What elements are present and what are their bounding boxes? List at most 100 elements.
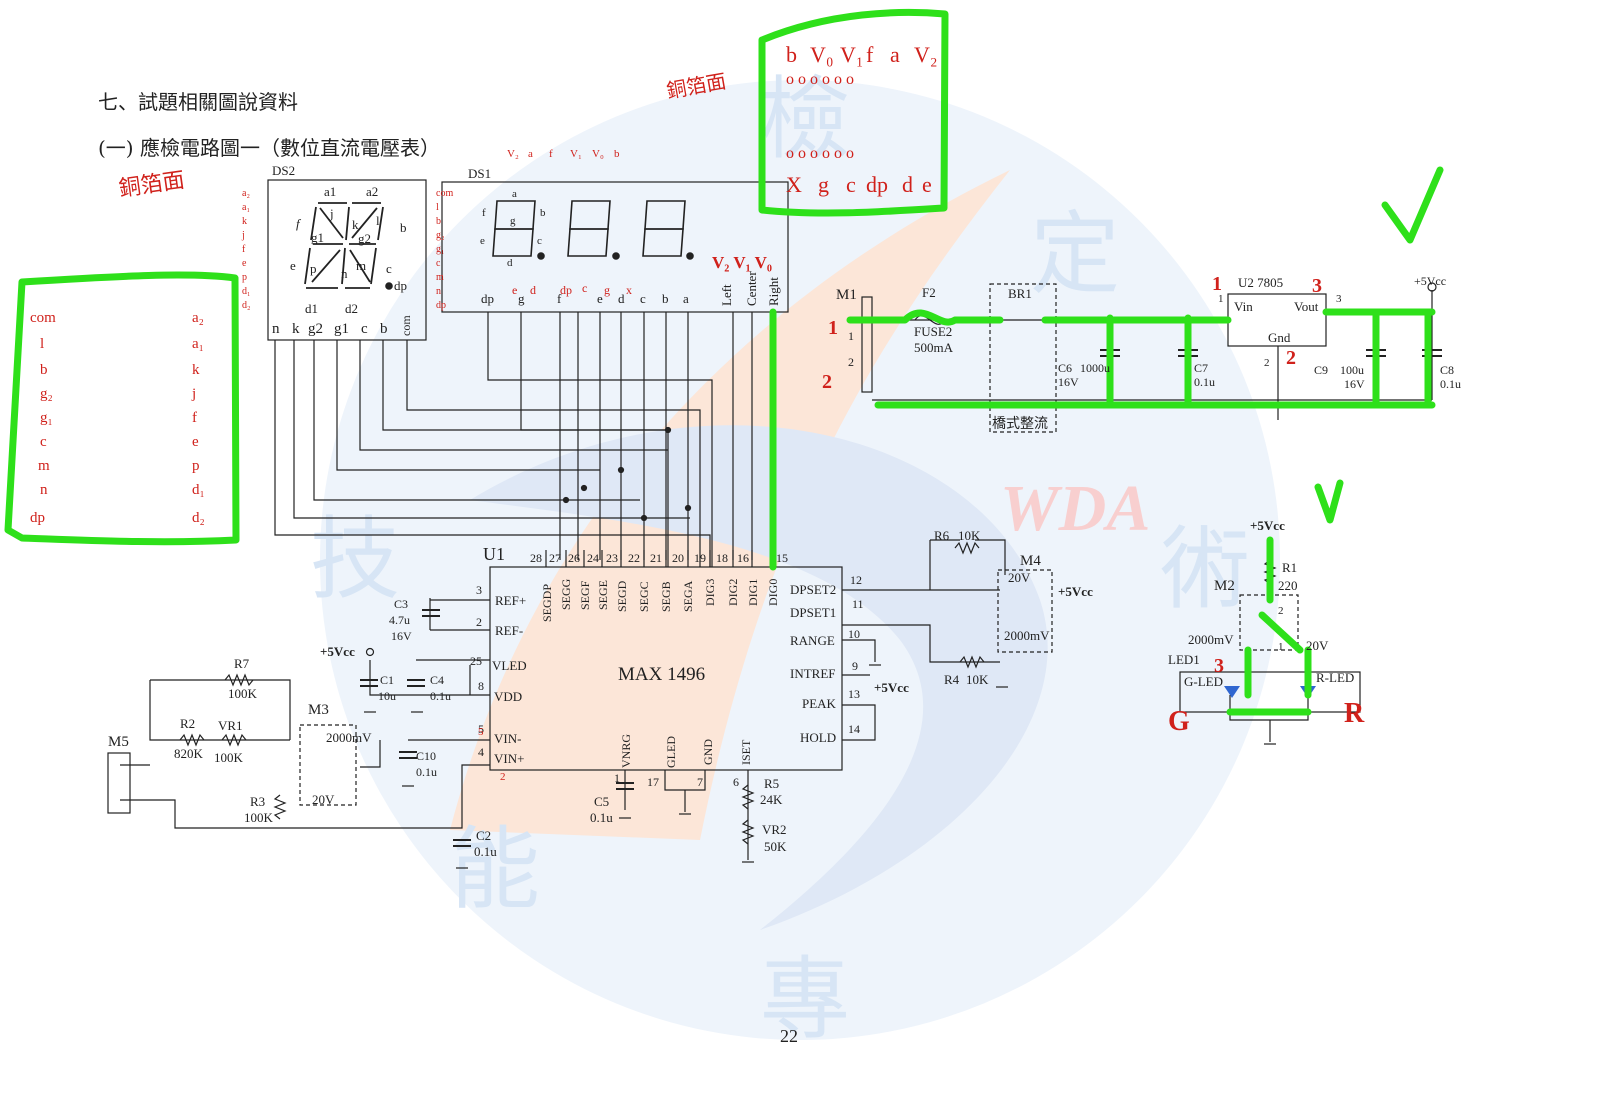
c9-value: 100u — [1340, 363, 1364, 377]
copper-side-note-right: 銅箔面 — [665, 70, 728, 103]
m5-connector — [107, 752, 131, 814]
ds1-bottom-handwritten: e d dp c g x — [512, 281, 632, 297]
svg-text:18: 18 — [716, 551, 728, 565]
svg-text:m: m — [436, 272, 444, 283]
svg-text:V₂: V₂ — [507, 148, 519, 160]
u2-mark-3: 3 — [1312, 275, 1322, 297]
m3-2000mv: 2000mV — [326, 730, 372, 745]
svg-text:5: 5 — [478, 722, 484, 736]
ds2-seg-e: e — [290, 258, 296, 273]
svg-text:19: 19 — [694, 551, 706, 565]
svg-text:26: 26 — [568, 551, 580, 565]
ds1-seg-a: a — [512, 188, 517, 200]
svg-text:o o o o o o: o o o o o o — [786, 145, 854, 162]
g-led-label: G-LED — [1184, 674, 1223, 689]
ds2-left-pin-labels: a₂ a₁ k j f e p d₁ d₂ — [241, 188, 251, 311]
svg-text:c: c — [436, 258, 441, 269]
svg-text:14: 14 — [848, 722, 860, 736]
c2-value: 0.1u — [474, 844, 497, 859]
svg-text:1: 1 — [614, 771, 620, 785]
svg-text:SEGDP: SEGDP — [540, 584, 554, 622]
ds1-ref: DS1 — [468, 166, 491, 181]
svg-text:4: 4 — [478, 745, 484, 759]
svg-text:SEGA: SEGA — [681, 580, 695, 612]
svg-text:k: k — [242, 216, 247, 227]
svg-text:a₂: a₂ — [242, 188, 250, 199]
r4-resistor — [959, 655, 985, 669]
svg-text:V₁: V₁ — [840, 42, 864, 67]
r5-ref: R5 — [764, 776, 779, 791]
r6-resistor — [954, 541, 980, 555]
svg-text:d: d — [902, 172, 913, 197]
svg-text:e: e — [512, 283, 517, 297]
svg-text:16: 16 — [737, 551, 749, 565]
r3-resistor — [273, 794, 287, 820]
m2-ref: M2 — [1214, 578, 1235, 594]
svg-text:f: f — [549, 148, 553, 160]
vr1-value: 100K — [214, 750, 244, 765]
svg-text:DIG3: DIG3 — [703, 579, 717, 606]
c7-ref: C7 — [1194, 361, 1208, 375]
u1-top-pin-numbers: 28 27 26 24 23 22 21 20 19 18 16 15 — [530, 551, 788, 565]
ds2-right-pin-labels: com l b g₂ g₁ c m n dp — [436, 188, 453, 311]
svg-text:GND: GND — [701, 739, 715, 765]
ds2-seg-a2: a2 — [366, 184, 378, 199]
bridge-label: 橋式整流 — [992, 416, 1048, 432]
copper-side-note-left: 銅箔面 — [117, 167, 186, 201]
page-number: 22 — [780, 1026, 798, 1046]
svg-text:REF+: REF+ — [495, 593, 526, 608]
c4-ref: C4 — [430, 673, 444, 687]
fuse-name: FUSE2 — [914, 324, 952, 339]
vr1-resistor — [221, 733, 247, 747]
m2-range-20v: 20V — [1306, 638, 1329, 653]
svg-text:d₁: d₁ — [242, 286, 251, 297]
r5-value: 24K — [760, 792, 783, 807]
u2-pin-1: 1 — [1218, 293, 1224, 305]
ds2-outline — [267, 179, 427, 341]
svg-text:6: 6 — [733, 775, 739, 789]
ds1-pin-dp: dp — [481, 291, 494, 306]
ds1-seg-b: b — [540, 207, 546, 219]
r4-value: 10K — [966, 672, 989, 687]
ds2-pin-n: n — [272, 321, 280, 337]
svg-text:a: a — [890, 42, 900, 67]
svg-text:n: n — [436, 286, 441, 297]
svg-text:n: n — [40, 482, 48, 498]
m4-ref: M4 — [1020, 553, 1041, 569]
r1-resistor — [1263, 559, 1277, 585]
svg-text:20: 20 — [672, 551, 684, 565]
r2-resistor — [179, 733, 205, 747]
c3-ref: C3 — [394, 597, 408, 611]
u1-top-pin-names: SEGDP SEGG SEGF SEGE SEGD SEGC SEGB SEGA… — [540, 578, 780, 622]
c6-value: 1000u — [1080, 361, 1110, 375]
svg-text:b: b — [614, 148, 620, 160]
svg-text:d₂: d₂ — [242, 300, 251, 311]
svg-text:7: 7 — [697, 775, 703, 789]
vcc-terminal-u1 — [365, 647, 375, 657]
green-highlights — [4, 8, 1444, 716]
ds2-seg-g2: g2 — [358, 231, 371, 246]
watermark-glyph-2: 定 — [1030, 206, 1120, 305]
svg-text:DPSET2: DPSET2 — [790, 582, 836, 597]
svg-text:11: 11 — [852, 597, 864, 611]
u2-mark-2: 2 — [1286, 347, 1296, 369]
r2-ref: R2 — [180, 716, 195, 731]
svg-text:21: 21 — [650, 551, 662, 565]
ds2-pin-c: c — [361, 321, 368, 337]
svg-text:INTREF: INTREF — [790, 666, 836, 681]
ds1-pin-map-bottom: o o o o o o X g c dp d e — [786, 145, 932, 197]
svg-text:VLED: VLED — [492, 658, 527, 673]
svg-text:28: 28 — [530, 551, 542, 565]
svg-text:DIG1: DIG1 — [746, 579, 760, 606]
watermark-glyph-1: 檢 — [760, 71, 850, 170]
svg-text:d₁: d₁ — [192, 482, 205, 498]
svg-text:dp: dp — [30, 510, 45, 526]
svg-text:SEGE: SEGE — [596, 580, 610, 610]
ds2-seg-m: m — [356, 258, 366, 273]
m2-pin-1: 1 — [1278, 641, 1284, 653]
svg-text:l: l — [40, 336, 44, 352]
c4-value: 0.1u — [430, 689, 451, 703]
watermark-glyph-4: 技 — [310, 511, 400, 610]
led1-ref: LED1 — [1168, 652, 1200, 667]
